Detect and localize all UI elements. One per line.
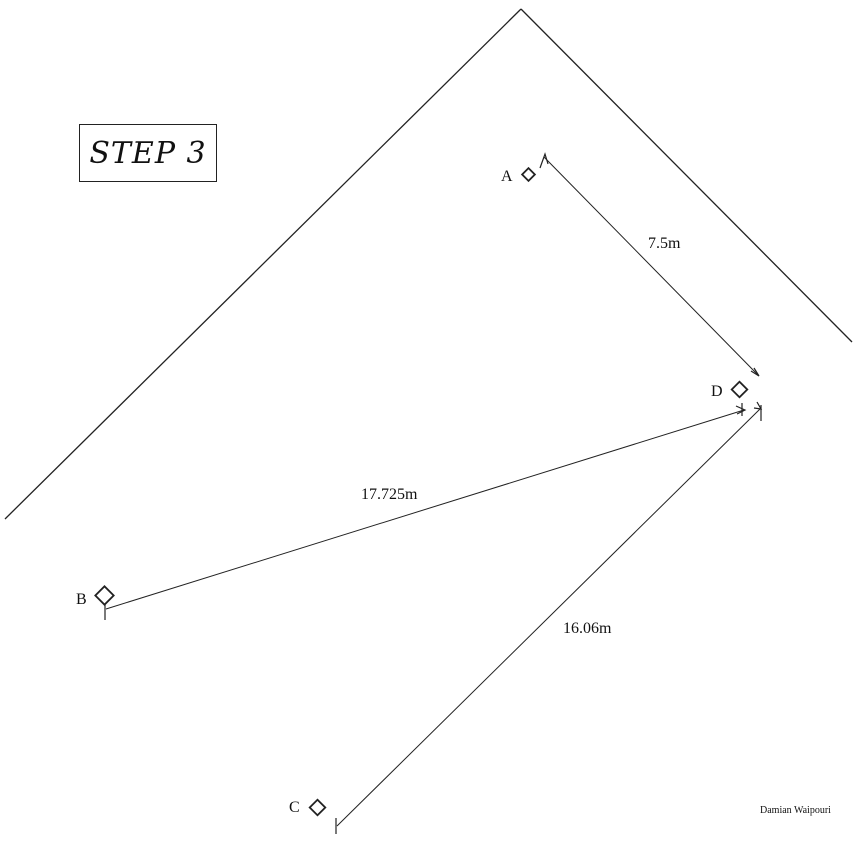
author-credit: Damian Waipouri <box>760 805 831 816</box>
line-b-d <box>105 409 745 610</box>
line-c-d <box>336 408 761 827</box>
line-a-d <box>543 156 759 376</box>
peg-d-marker <box>730 380 749 399</box>
point-b-label: B <box>76 591 87 608</box>
point-d-label: D <box>711 383 723 400</box>
boundary-right-line <box>520 8 853 343</box>
arrow-ticks <box>104 152 763 834</box>
measurement-bd-label: 17.725m <box>361 486 418 503</box>
peg-a-marker <box>520 166 537 183</box>
step-title: STEP 3 <box>79 124 217 182</box>
measurement-cd-label: 16.06m <box>563 620 612 637</box>
peg-c-marker <box>308 798 327 817</box>
point-c-label: C <box>289 799 300 816</box>
point-a-label: A <box>501 168 513 185</box>
measurement-ad-label: 7.5m <box>648 235 681 252</box>
peg-b-marker <box>94 585 115 606</box>
boundary-left-line <box>4 8 522 520</box>
peg-markers <box>94 166 749 817</box>
